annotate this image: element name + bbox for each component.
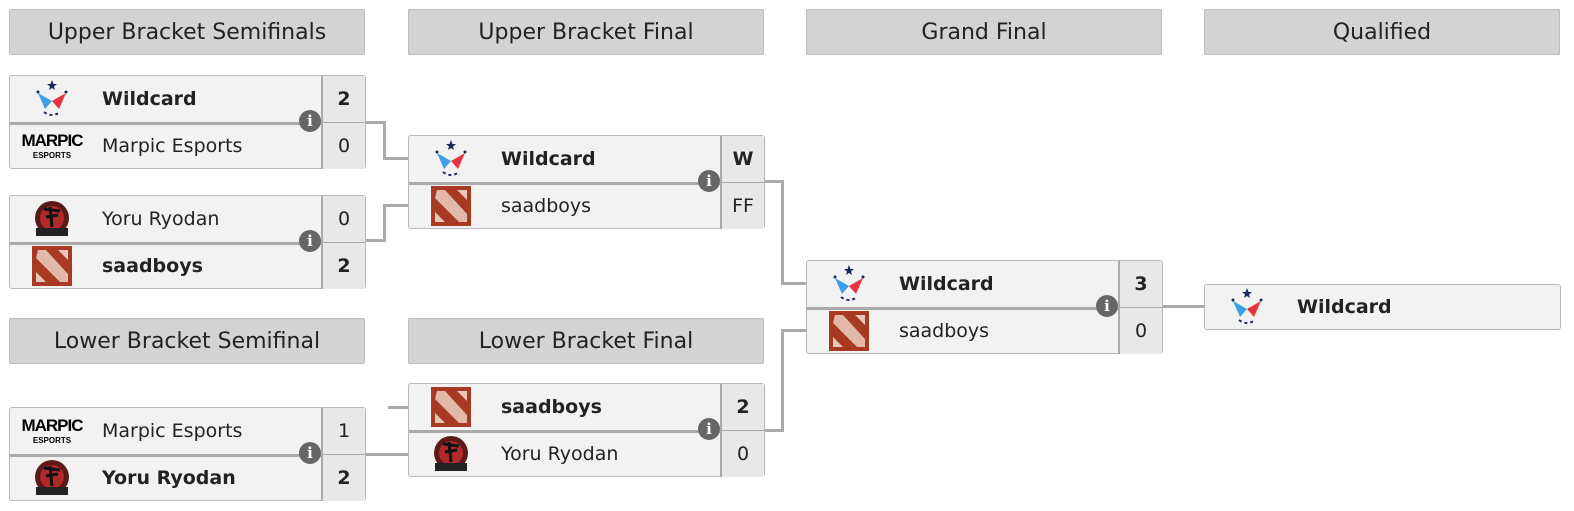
team-name: Wildcard [501,148,596,170]
team-name: saadboys [501,195,592,217]
team-name: saadboys [102,255,203,277]
connector [781,180,784,285]
connector [383,204,408,207]
team-score: FF [720,183,764,229]
team-name: saadboys [501,396,602,418]
team-row[interactable]: saadboys FF [409,183,764,229]
wildcard-logo-icon [10,76,94,122]
connector [781,282,806,285]
yoru-logo-icon [10,196,94,242]
team-row[interactable]: Wildcard 2 [10,76,365,125]
wildcard-logo-icon [409,136,493,182]
team-score: 0 [321,123,365,169]
info-icon[interactable]: i [299,110,321,132]
team-name: Yoru Ryodan [102,467,236,489]
team-row[interactable]: Yoru Ryodan 0 [10,196,365,245]
connector [365,239,386,242]
team-name: saadboys [899,320,990,342]
team-score: 0 [720,431,764,477]
connector [383,121,386,160]
team-name: Marpic Esports [102,135,243,157]
marpic-logo-text: MARPIC [21,131,83,150]
connector [383,204,386,242]
connector [764,429,784,432]
header-grand-final: Grand Final [806,9,1162,55]
connector [388,406,408,409]
info-icon[interactable]: i [1096,295,1118,317]
team-score: W [720,136,764,182]
header-upper-final: Upper Bracket Final [408,9,764,55]
team-name: Yoru Ryodan [501,443,619,465]
yoru-logo-icon [409,431,493,477]
connector [781,329,784,432]
connector [1162,305,1204,308]
qualified-team[interactable]: Wildcard [1204,284,1561,330]
team-score: 1 [321,408,365,454]
header-upper-semifinals: Upper Bracket Semifinals [9,9,365,55]
team-row[interactable]: Wildcard 3 [807,261,1162,310]
yoru-logo-icon [10,455,94,501]
team-score: 2 [321,76,365,122]
team-name: Wildcard [1297,296,1392,318]
team-name: Yoru Ryodan [102,208,220,230]
header-lower-final: Lower Bracket Final [408,318,764,364]
team-score: 0 [1118,308,1162,354]
dota-logo-icon [409,384,493,430]
team-row[interactable]: Wildcard W [409,136,764,185]
team-row[interactable]: Yoru Ryodan 2 [10,455,365,501]
connector [781,329,806,332]
team-name: Wildcard [899,273,994,295]
info-icon[interactable]: i [299,442,321,464]
wildcard-logo-icon [1205,284,1289,330]
header-lower-semifinal: Lower Bracket Semifinal [9,318,365,364]
marpic-logo-text: MARPIC [21,416,83,435]
team-score: 3 [1118,261,1162,307]
connector [383,157,408,160]
team-score: 2 [720,384,764,430]
marpic-logo-subtext: ESPORTS [32,151,72,160]
connector [764,180,784,183]
info-icon[interactable]: i [698,170,720,192]
marpic-logo-subtext: ESPORTS [32,436,72,445]
team-score: 0 [321,196,365,242]
team-row[interactable]: saadboys 2 [10,243,365,289]
connector [365,121,386,124]
connector [365,453,408,456]
team-row[interactable]: Yoru Ryodan 0 [409,431,764,477]
info-icon[interactable]: i [698,418,720,440]
dota-logo-icon [807,308,891,354]
team-score: 2 [321,243,365,289]
team-score: 2 [321,455,365,501]
team-name: Wildcard [102,88,197,110]
header-qualified: Qualified [1204,9,1560,55]
team-row[interactable]: saadboys 2 [409,384,764,433]
team-row[interactable]: saadboys 0 [807,308,1162,354]
info-icon[interactable]: i [299,230,321,252]
dota-logo-icon [10,243,94,289]
team-name: Marpic Esports [102,420,243,442]
dota-logo-icon [409,183,493,229]
wildcard-logo-icon [807,261,891,307]
